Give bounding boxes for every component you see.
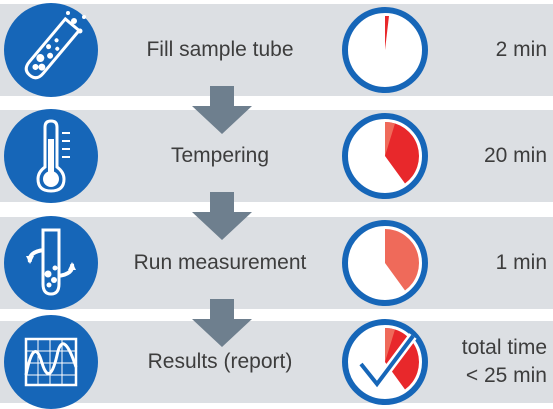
step-fill-sample-tube: Fill sample tube 2 min: [0, 3, 553, 97]
total-duration: total time < 25 min: [462, 321, 547, 403]
total-time-label: total time: [461, 336, 547, 359]
step-duration: 1 min: [495, 251, 547, 274]
clock-icon: [341, 219, 429, 307]
step-duration: 2 min: [495, 38, 547, 61]
step-results-report: Results (report) total time < 25 min: [0, 315, 553, 409]
step-duration: 20 min: [483, 144, 547, 167]
step-run-measurement: Run measurement 1 min: [0, 216, 553, 310]
rotating-tube-icon: [4, 216, 98, 310]
checkmark-clock-icon: [341, 318, 429, 406]
graph-report-icon: [4, 315, 98, 409]
clock-icon: [341, 112, 429, 200]
step-tempering: Tempering 20 min: [0, 109, 553, 203]
test-tube-icon: [4, 3, 98, 97]
down-arrow-icon: [190, 86, 254, 134]
thermometer-icon: [4, 109, 98, 203]
step-label: Fill sample tube: [146, 38, 294, 61]
step-label: Results (report): [147, 350, 293, 373]
clock-icon: [341, 6, 429, 94]
step-label: Tempering: [170, 144, 270, 167]
down-arrow-icon: [190, 299, 254, 347]
total-time-value: < 25 min: [465, 364, 547, 387]
step-label: Run measurement: [133, 251, 307, 274]
down-arrow-icon: [190, 192, 254, 240]
